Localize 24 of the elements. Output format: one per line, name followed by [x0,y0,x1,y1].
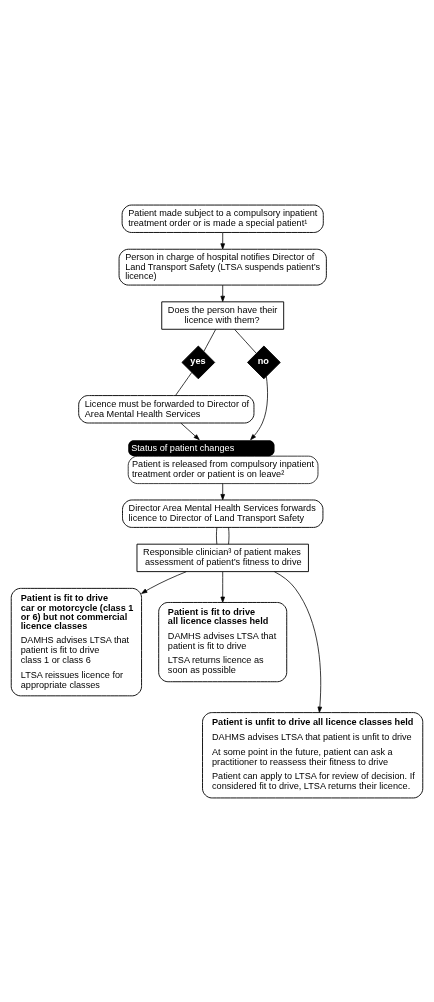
connector [228,526,230,545]
arrow [141,570,187,594]
node-box: Patient is unfit to drive all licence classes held DAHMS advises LTSA that patient is unfit to drive At some point in the future, patient can ask a practitioner to reassess their fitness to drive Patient can apply to LTSA for review of decision. If considered fit to drive, LTSA returns their licence. [202,711,424,798]
node-box: Licence must be forwarded to Director of Area Mental Health Services [78,394,255,423]
node-diamond: yes [181,345,216,379]
arrow [220,231,225,249]
connector [216,526,218,545]
node-box: Does the person have their licence with them? [161,300,285,330]
node-box: Director Area Mental Health Services forwards licence to Director of Land Transport Safety [122,499,324,528]
arrow [180,422,200,440]
node-box: Person in charge of hospital notifies Director of Land Transport Safety (LTSA suspends patient’s licence) [118,248,327,286]
node-box: Patient is fit to drive all licence classes held DAMHS advises LTSA that patient is fit to drive LTSA returns licence as soon as possible [158,601,288,682]
node-box: Patient is fit to drive car or motorcycle (class 1 or 6) but not commercial licence classes DAMHS advises LTSA that patient is fit to drive class 1 or class 6 LTSA reissues licence for appropriate classes [10,587,142,696]
connector [234,328,257,354]
arrow [220,571,225,603]
node-box: Patient made subject to a compulsory inpatient treatment order or is made a special patient¹ [121,204,324,233]
node-diamond: no [247,345,281,379]
arrow [220,284,225,302]
arrow [250,375,268,440]
arrow [273,570,323,713]
node-box: Responsible clinician³ of patient makes assessment of patient’s fitness to drive [136,543,309,572]
connector [175,371,193,396]
connector [203,328,217,352]
arrow [220,482,225,500]
